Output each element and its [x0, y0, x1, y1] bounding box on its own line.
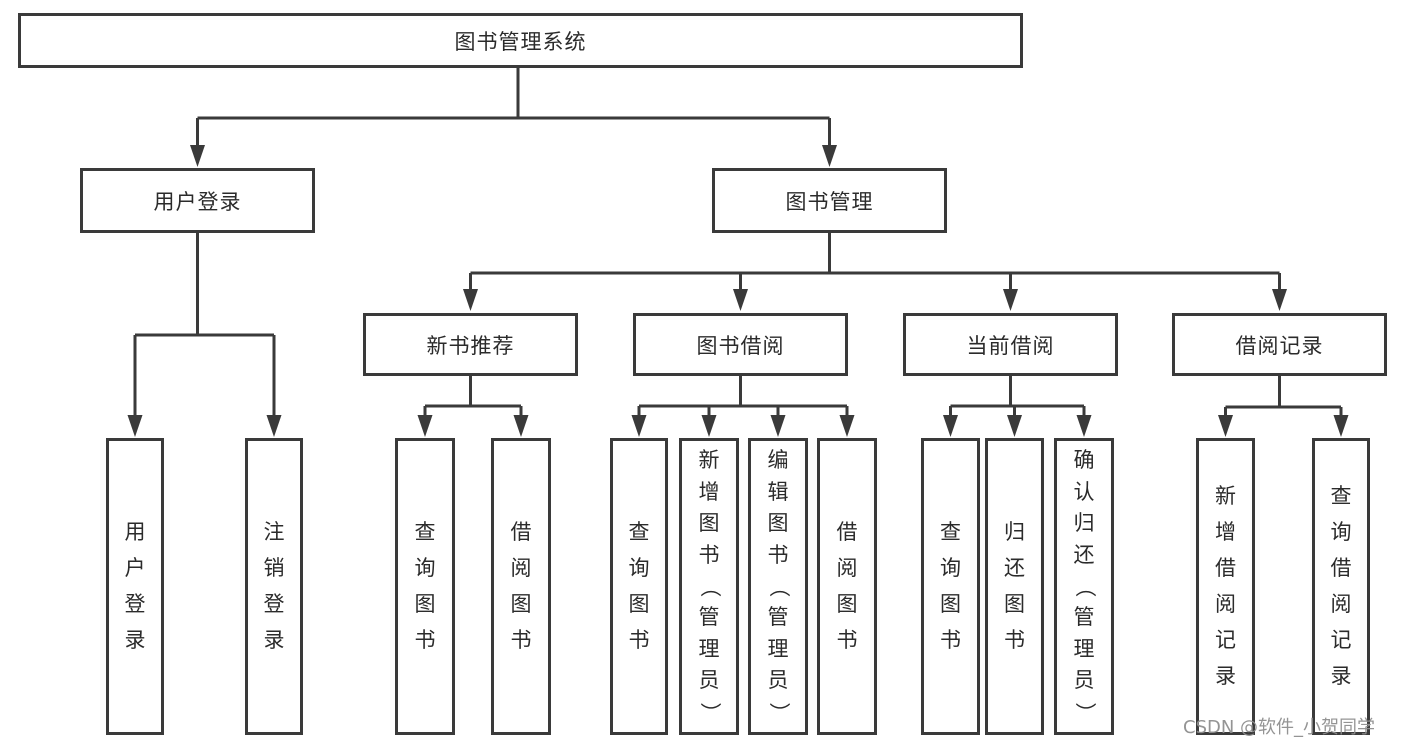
- leaf-borrow-books: 借阅图书: [817, 438, 877, 735]
- node-book-management: 图书管理: [712, 168, 947, 233]
- node-library-system-label: 图书管理系统: [454, 29, 587, 54]
- leaf-query-borrow-record: 查询借阅记录: [1312, 438, 1370, 735]
- watermark: CSDN @软件_小贺同学: [1183, 717, 1376, 738]
- leaf-return-books: 归还图书: [985, 438, 1044, 735]
- node-book-management-label: 图书管理: [785, 189, 874, 214]
- node-user-login: 用户登录: [80, 168, 315, 233]
- leaf-confirm-return-admin: 确认归还（管理员）: [1054, 438, 1114, 735]
- node-library-system: 图书管理系统: [18, 13, 1023, 68]
- node-book-borrow-label: 图书借阅: [696, 333, 785, 358]
- leaf-user-login: 用户登录: [106, 438, 164, 735]
- node-borrow-records-label: 借阅记录: [1235, 333, 1324, 358]
- leaf-query-books: 查询图书: [921, 438, 980, 735]
- node-new-book-recommend: 新书推荐: [363, 313, 578, 376]
- leaf-add-books-admin: 新增图书（管理员）: [679, 438, 739, 735]
- leaf-query-books: 查询图书: [610, 438, 668, 735]
- leaf-borrow-books: 借阅图书: [491, 438, 551, 735]
- node-book-borrow: 图书借阅: [633, 313, 848, 376]
- node-new-book-recommend-label: 新书推荐: [426, 333, 515, 358]
- leaf-query-books: 查询图书: [395, 438, 455, 735]
- node-current-borrow: 当前借阅: [903, 313, 1118, 376]
- leaf-logout: 注销登录: [245, 438, 303, 735]
- node-current-borrow-label: 当前借阅: [966, 333, 1055, 358]
- node-borrow-records: 借阅记录: [1172, 313, 1387, 376]
- node-user-login-label: 用户登录: [153, 189, 242, 214]
- leaf-add-borrow-record: 新增借阅记录: [1196, 438, 1255, 735]
- leaf-edit-books-admin: 编辑图书（管理员）: [748, 438, 808, 735]
